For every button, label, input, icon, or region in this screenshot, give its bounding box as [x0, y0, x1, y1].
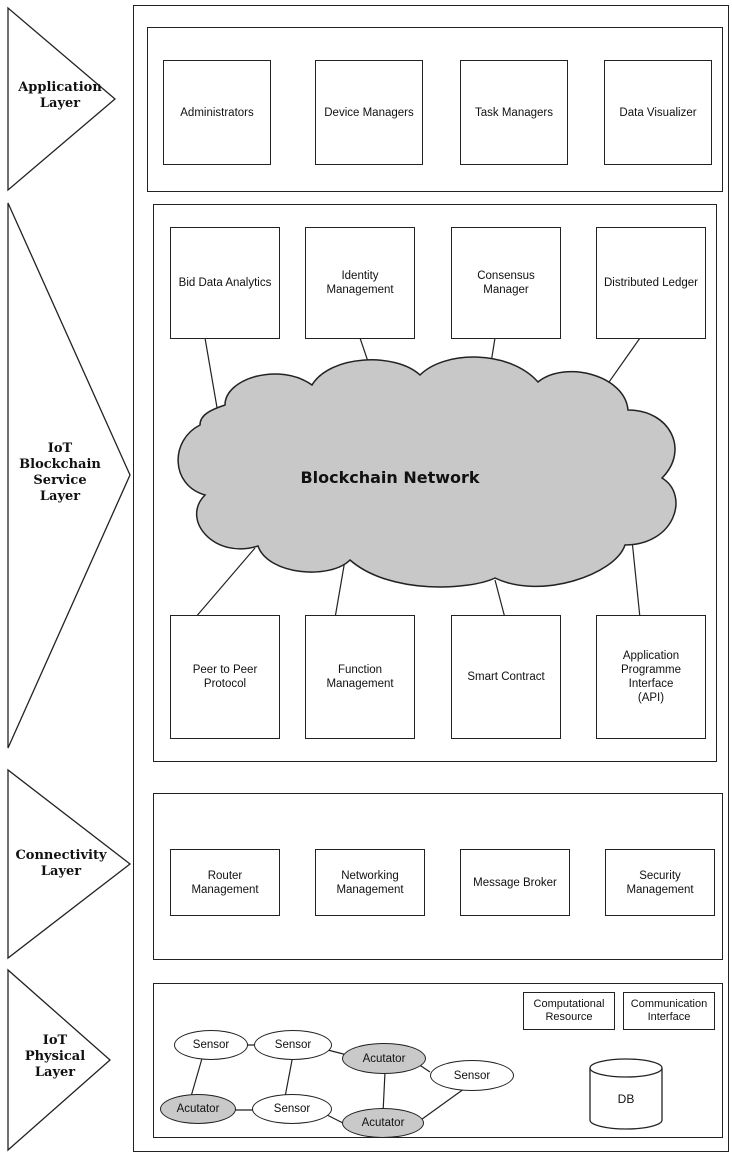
connectivity-layer-label: Connectivity Layer [15, 848, 107, 879]
device-managers-box: Device Managers [315, 60, 423, 165]
connectivity-layer-chevron [7, 768, 132, 960]
sensor-node-1: Sensor [174, 1030, 248, 1060]
blockchain-network-label: Blockchain Network [300, 468, 480, 487]
actuator-node-3: Acutator [342, 1108, 424, 1138]
administrators-box: Administrators [163, 60, 271, 165]
service-layer-label: IoT Blockchain Service Layer [19, 441, 101, 504]
data-visualizer-box: Data Visualizer [604, 60, 712, 165]
db-label: DB [617, 1092, 635, 1106]
peer-to-peer-protocol-box: Peer to Peer Protocol [170, 615, 280, 739]
security-management-box: Security Management [605, 849, 715, 916]
identity-management-box: Identity Management [305, 227, 415, 339]
api-box: Application Programme Interface (API) [596, 615, 706, 739]
communication-interface-box: Communication Interface [623, 992, 715, 1030]
service-layer-chevron [7, 202, 131, 749]
distributed-ledger-box: Distributed Ledger [596, 227, 706, 339]
application-layer-chevron [7, 6, 117, 192]
sensor-node-2: Sensor [254, 1030, 332, 1060]
networking-management-box: Networking Management [315, 849, 425, 916]
physical-layer-chevron [7, 968, 111, 1152]
actuator-node-2: Acutator [160, 1094, 236, 1124]
actuator-node-1: Acutator [342, 1043, 426, 1074]
blockchain-cloud [177, 356, 677, 588]
consensus-manager-box: Consensus Manager [451, 227, 561, 339]
db-cylinder [589, 1058, 663, 1130]
function-management-box: Function Management [305, 615, 415, 739]
physical-layer-label: IoT Physical Layer [24, 1033, 86, 1080]
application-layer-label: Application Layer [18, 80, 102, 111]
message-broker-box: Message Broker [460, 849, 570, 916]
sensor-node-4: Sensor [252, 1094, 332, 1124]
router-management-box: Router Management [170, 849, 280, 916]
task-managers-box: Task Managers [460, 60, 568, 165]
computational-resource-box: Computational Resource [523, 992, 615, 1030]
smart-contract-box: Smart Contract [451, 615, 561, 739]
sensor-node-3: Sensor [430, 1060, 514, 1091]
big-data-analytics-box: Bid Data Analytics [170, 227, 280, 339]
